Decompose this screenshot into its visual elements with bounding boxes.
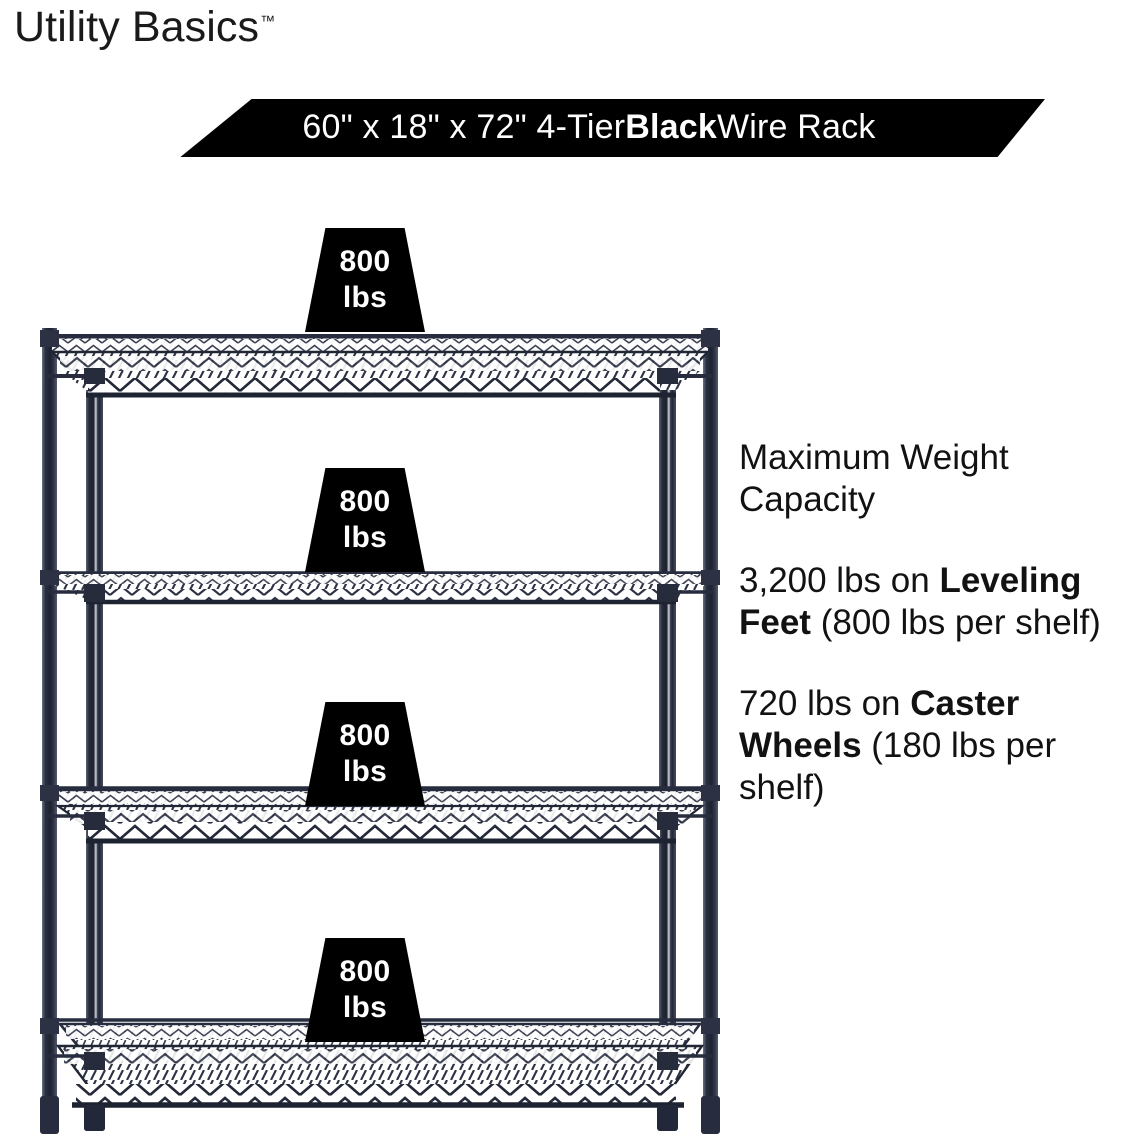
badge-value: 800	[339, 485, 391, 518]
banner-title-prefix: 60" x 18" x 72" 4-Tier	[302, 107, 626, 146]
brand-logo: Utility Basics™	[14, 3, 276, 51]
wire-rack-illustration	[0, 200, 760, 1136]
weight-badge: 800 lbs	[305, 228, 425, 332]
shelf-tier-2	[40, 570, 720, 605]
badge-unit: lbs	[342, 755, 388, 788]
caster-lead: 720 lbs on	[739, 684, 911, 723]
badge-text: 800 lbs	[305, 228, 425, 332]
weight-badge: 800 lbs	[305, 468, 425, 572]
badge-shape	[305, 228, 425, 332]
banner-title: 60" x 18" x 72" 4-Tier Black Wire Rack	[133, 99, 1045, 157]
badge-value: 800	[339, 719, 391, 752]
badge-shape	[305, 468, 425, 572]
shelf-tier-4	[40, 1018, 720, 1108]
leveling-tail: (800 lbs per shelf)	[810, 603, 1101, 642]
badge-text: 800 lbs	[305, 702, 425, 806]
rack-front-posts	[86, 365, 676, 1107]
shelf-tier-1	[40, 330, 720, 398]
trademark-symbol: ™	[260, 12, 276, 30]
capacity-leveling-feet: 3,200 lbs on Leveling Feet (800 lbs per …	[739, 560, 1121, 644]
rack-svg	[40, 328, 720, 1134]
badge-unit: lbs	[342, 281, 388, 314]
caster-bold: Caster Wheels	[739, 684, 1020, 765]
capacity-heading: Maximum Weight Capacity	[739, 438, 1009, 519]
badge-unit: lbs	[342, 521, 388, 554]
caster-tail: (180 lbs per shelf)	[739, 726, 1057, 807]
badge-shape	[305, 702, 425, 806]
weight-badge: 800 lbs	[305, 702, 425, 806]
badge-value: 800	[339, 245, 391, 278]
badge-value: 800	[339, 955, 391, 988]
leveling-bold: Leveling Feet	[739, 561, 1082, 642]
badge-text: 800 lbs	[305, 938, 425, 1042]
brand-name: Utility Basics	[14, 3, 260, 51]
weight-badge: 800 lbs	[305, 938, 425, 1042]
rack-back-posts	[42, 328, 718, 1098]
product-title-banner: 60" x 18" x 72" 4-Tier Black Wire Rack	[133, 99, 1045, 157]
leveling-feet	[40, 1096, 720, 1134]
banner-title-bold: Black	[625, 107, 717, 146]
banner-title-suffix: Wire Rack	[716, 107, 876, 146]
banner-background	[180, 99, 1045, 157]
leveling-lead: 3,200 lbs on	[739, 561, 940, 600]
badge-shape	[305, 938, 425, 1042]
capacity-caster-wheels: 720 lbs on Caster Wheels (180 lbs per sh…	[739, 683, 1121, 809]
weight-capacity-info: Maximum Weight Capacity 3,200 lbs on Lev…	[739, 437, 1121, 809]
badge-unit: lbs	[342, 991, 388, 1024]
badge-text: 800 lbs	[305, 468, 425, 572]
